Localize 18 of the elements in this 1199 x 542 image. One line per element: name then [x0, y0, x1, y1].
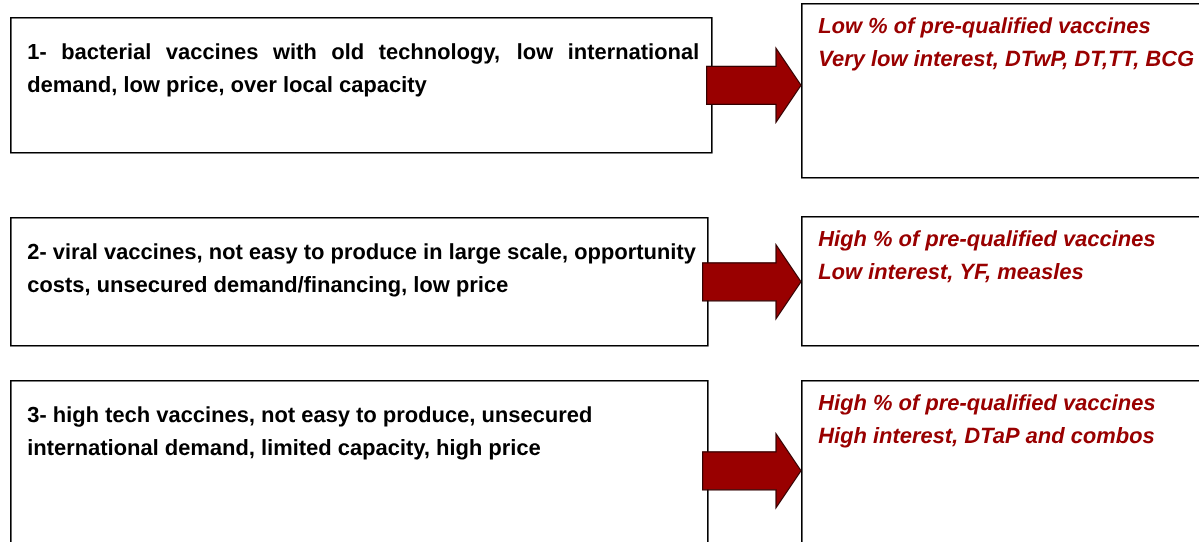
node-label: 3- high tech vaccines, not easy to produce, unsecured international demand, limited capacity, high price	[27, 406, 591, 460]
node-label: High % of pre-qualified vaccines	[818, 230, 1155, 251]
cause-box	[10, 380, 709, 542]
node-label: Low interest, YF, measles	[818, 263, 1083, 283]
block-arrow	[706, 46, 802, 125]
outcome-box	[801, 216, 1199, 347]
outcome-box	[801, 3, 1199, 179]
node-label: High % of pre-qualified vaccines	[818, 394, 1155, 415]
node-label: Low % of pre-qualified vaccines	[818, 17, 1150, 38]
node-label: 2- viral vaccines, not easy to produce in large scale, opportunity costs, unsecured demand/financing, low price	[27, 243, 696, 297]
node-label: High interest, DTaP and combos	[818, 427, 1154, 448]
block-arrow	[702, 431, 802, 510]
node-label: 1- bacterial vaccines with old technology, low international demand, low price, over local capacity	[28, 43, 698, 97]
block-arrow	[702, 242, 802, 321]
outcome-box	[801, 380, 1199, 542]
cause-box	[10, 217, 709, 347]
cause-box	[10, 17, 713, 154]
node-label: Very low interest, DTwP, DT,TT, BCG	[820, 50, 1194, 71]
